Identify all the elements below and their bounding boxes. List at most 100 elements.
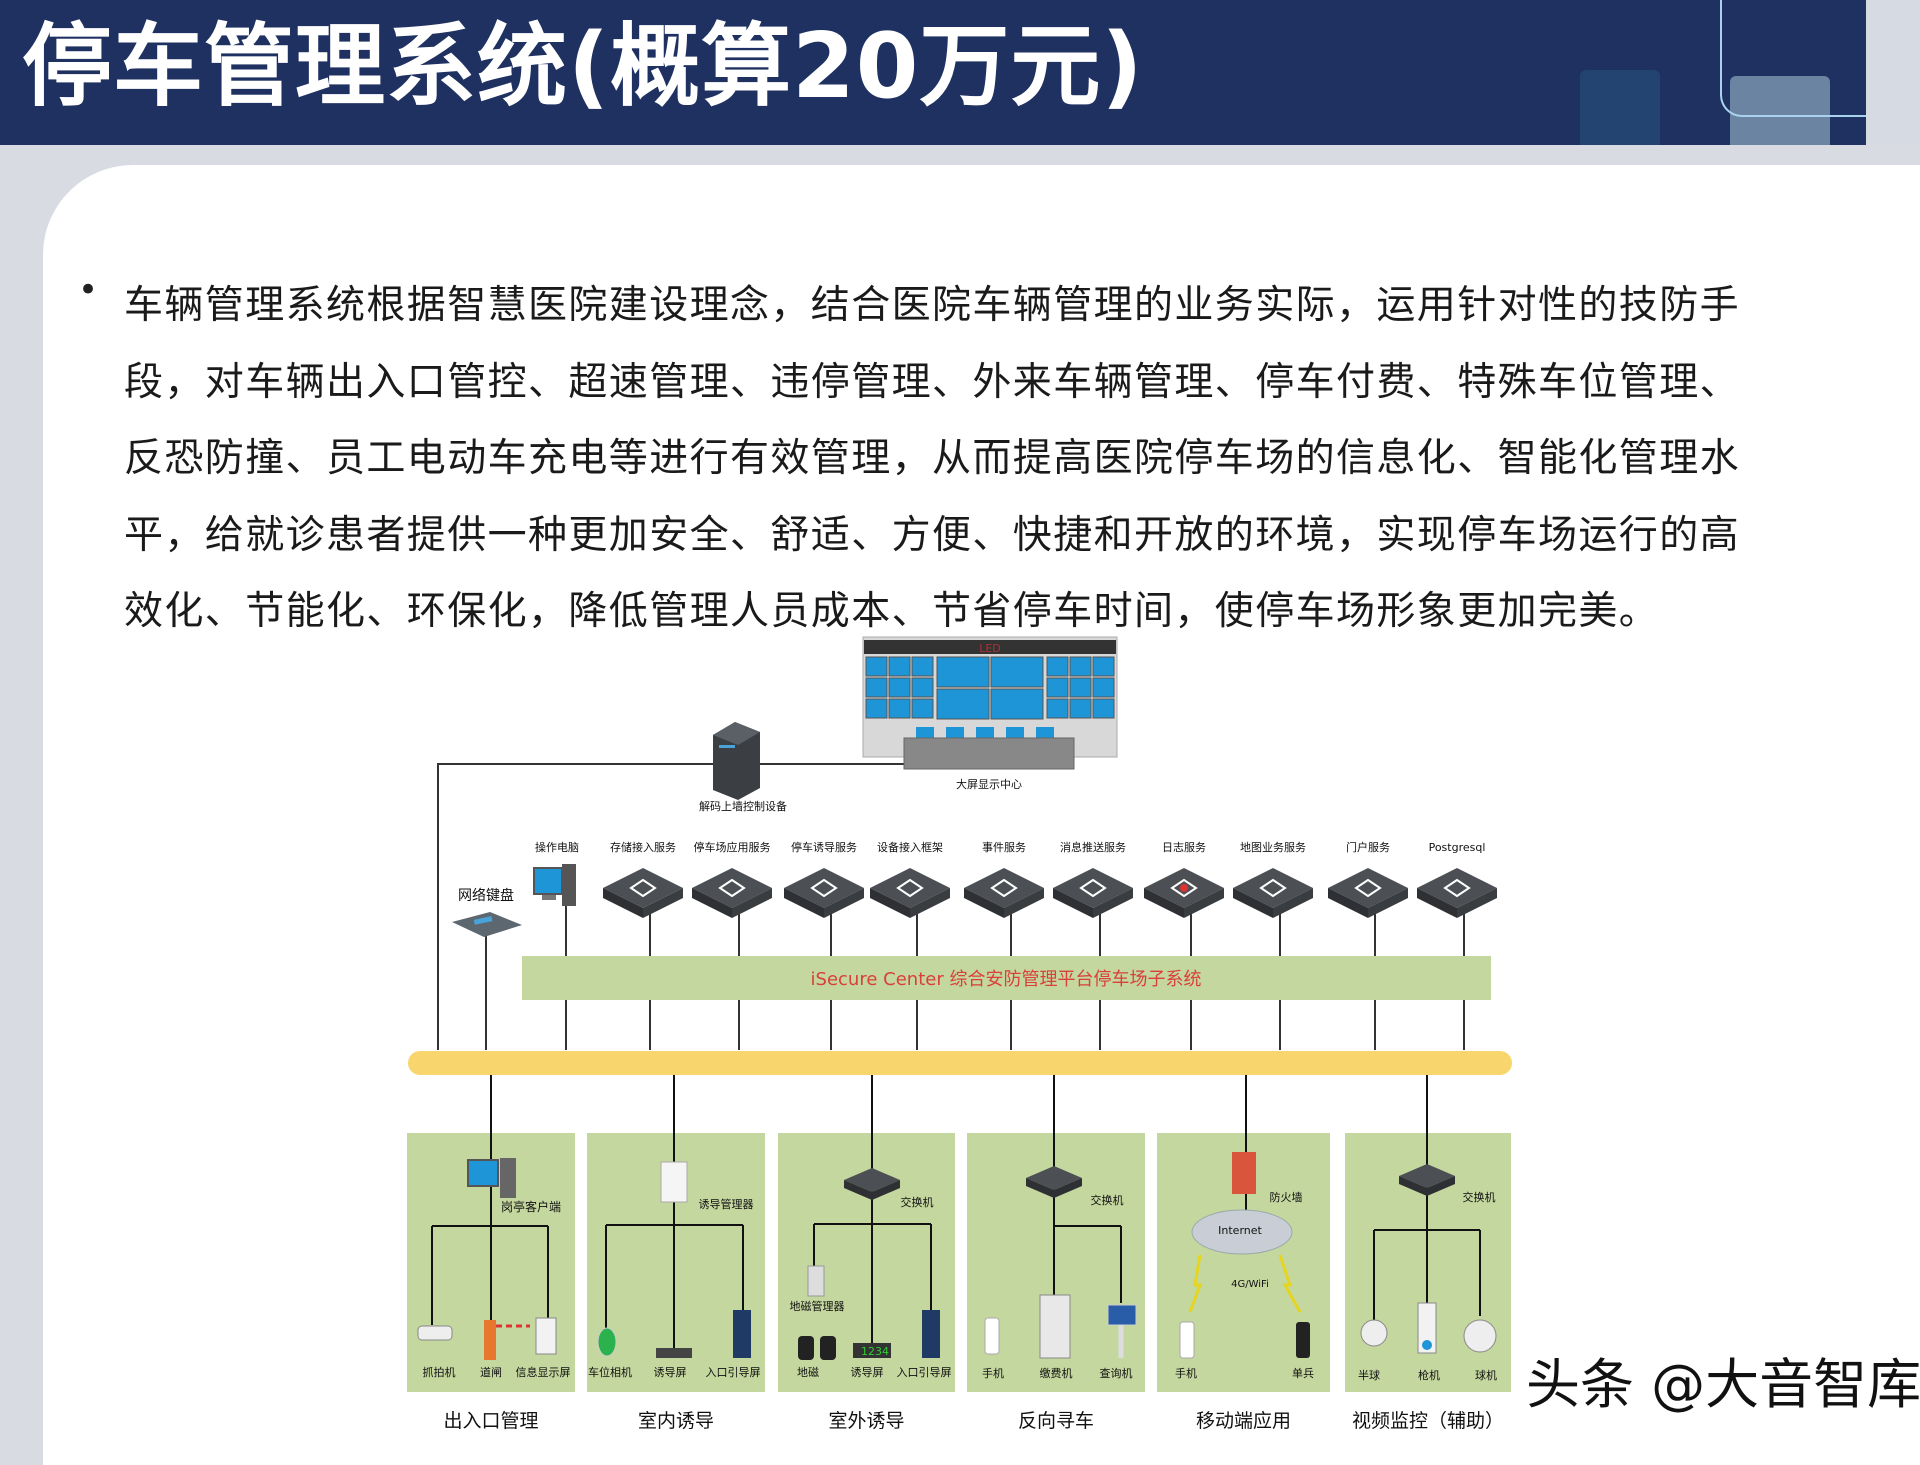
video-wall-screen xyxy=(865,656,888,677)
server-side xyxy=(1328,888,1368,918)
server-side xyxy=(1417,888,1457,918)
server-side xyxy=(1004,888,1044,918)
panel-category-label: 室外诱导 xyxy=(828,1410,904,1432)
geomagnetic-sensor-icon xyxy=(820,1336,836,1360)
wireless-icon xyxy=(1278,1254,1302,1313)
bullet-camera-icon xyxy=(1417,1302,1437,1354)
cloud-icon xyxy=(1191,1209,1293,1255)
server-side xyxy=(964,888,1004,918)
service-row: 操作电脑存储接入服务停车场应用服务停车诱导服务设备接入框架事件服务消息推送服务日… xyxy=(533,840,1497,1050)
emblem xyxy=(810,878,838,898)
body-paragraph: 车辆管理系统根据智慧医院建设理念，结合医院车辆管理的业务实际，运用针对性的技防手… xyxy=(124,268,1884,651)
server-side xyxy=(870,888,910,918)
header-decoration xyxy=(1580,70,1660,145)
device-label: 抓拍机 xyxy=(423,1365,456,1379)
bullet-camera-lens xyxy=(1422,1340,1432,1350)
decoder-rack-icon xyxy=(713,722,760,800)
map-server-icon xyxy=(1233,868,1313,918)
device-label: Internet xyxy=(1218,1224,1262,1237)
video-wall-screen xyxy=(1006,727,1024,739)
device-label: 诱导屏 xyxy=(851,1366,884,1379)
emblem xyxy=(896,878,924,898)
server-side xyxy=(1144,888,1184,918)
video-wall-screen xyxy=(1046,677,1069,698)
server-side xyxy=(824,888,864,918)
video-wall-screen xyxy=(946,727,964,739)
parking-app-server-icon xyxy=(692,868,772,918)
service-label: 停车诱导服务 xyxy=(791,840,857,854)
paragraph-line: 平，给就诊患者提供一种更加安全、舒适、方便、快捷和开放的环境，实现停车场运行的高 xyxy=(124,512,1741,558)
paragraph-line: 段，对车辆出入口管控、超速管理、违停管理、外来车辆管理、停车付费、特殊车位管理、 xyxy=(124,359,1741,405)
device-label: 交换机 xyxy=(1091,1193,1124,1207)
video-wall-screen xyxy=(936,656,990,688)
subsystem-panels: 出入口管理室内诱导室外诱导反向寻车移动端应用视频监控（辅助）岗亭客户端抓拍机道闸… xyxy=(407,1075,1511,1432)
display-center-icon: LED xyxy=(862,636,1118,770)
switch-icon xyxy=(844,1180,900,1200)
server-side xyxy=(1093,888,1133,918)
service-label: 门户服务 xyxy=(1346,840,1390,854)
entrance-guide-screen-icon xyxy=(733,1310,751,1358)
payment-kiosk-icon xyxy=(1039,1294,1071,1359)
entrance-guide-screen-icon xyxy=(922,1310,940,1358)
monitor xyxy=(533,867,563,895)
panel-category-label: 视频监控（辅助） xyxy=(1352,1410,1504,1432)
device-label: 地磁管理器 xyxy=(790,1299,845,1313)
device-label: 查询机 xyxy=(1100,1366,1133,1380)
watermark: 头条 @大音智库 xyxy=(1526,1353,1920,1416)
message-server-icon xyxy=(1053,868,1133,918)
emblem xyxy=(1259,878,1287,898)
device-label: 4G/WiFi xyxy=(1231,1279,1269,1290)
storage-server-icon xyxy=(603,868,683,918)
service-label: 设备接入框架 xyxy=(877,840,943,854)
handheld-terminal-icon xyxy=(1296,1322,1310,1358)
decoder-label: 解码上墙控制设备 xyxy=(699,799,787,813)
video-wall-screen xyxy=(1092,656,1115,677)
video-wall-screen xyxy=(888,656,911,677)
video-wall-screen xyxy=(976,727,994,739)
video-wall-screen xyxy=(911,656,934,677)
device-label: 手机 xyxy=(1175,1366,1197,1380)
portal-server-icon xyxy=(1328,868,1408,918)
server-side xyxy=(692,888,732,918)
network-keyboard-icon xyxy=(452,912,522,937)
emblem xyxy=(629,878,657,898)
info-display-icon xyxy=(535,1317,557,1355)
service-label: 日志服务 xyxy=(1162,841,1206,854)
service-label: 消息推送服务 xyxy=(1060,840,1126,854)
video-wall-screen xyxy=(888,698,911,719)
video-wall-screen xyxy=(936,688,990,720)
phone-icon xyxy=(984,1317,1000,1355)
panel-category-label: 反向寻车 xyxy=(1018,1410,1094,1432)
panel-category-label: 室内诱导 xyxy=(638,1410,714,1432)
device-access-server-icon xyxy=(870,868,950,918)
emblem-dot xyxy=(1180,884,1188,892)
header-decoration xyxy=(1730,76,1830,145)
tower xyxy=(562,864,576,906)
server-side xyxy=(1368,888,1408,918)
video-wall-screen xyxy=(1036,727,1054,739)
video-wall-screen xyxy=(1092,698,1115,719)
server-side xyxy=(1233,888,1273,918)
device-label: 车位相机 xyxy=(588,1365,632,1379)
switch-icon xyxy=(1399,1176,1455,1196)
device-label: 诱导管理器 xyxy=(699,1197,754,1211)
video-wall-screen xyxy=(1092,677,1115,698)
video-wall-screen xyxy=(1069,656,1092,677)
paragraph-line: 车辆管理系统根据智慧医院建设理念，结合医院车辆管理的业务实际，运用针对性的技防手 xyxy=(124,283,1741,328)
log-server-icon xyxy=(1144,868,1224,918)
service-label: 停车场应用服务 xyxy=(694,840,771,854)
video-wall-screen xyxy=(888,677,911,698)
emblem xyxy=(1354,878,1382,898)
geomagnetic-manager-icon xyxy=(807,1265,825,1297)
device-label: 入口引导屏 xyxy=(897,1365,952,1379)
server-side xyxy=(1053,888,1093,918)
device-label: 信息显示屏 xyxy=(516,1365,571,1379)
phone-icon xyxy=(1179,1321,1195,1359)
video-wall-screen xyxy=(1046,656,1069,677)
dome-camera-icon xyxy=(1360,1319,1388,1347)
server-side xyxy=(910,888,950,918)
device-label: 手机 xyxy=(982,1366,1004,1380)
bullet-marker: • xyxy=(78,270,99,310)
panel-category-label: 移动端应用 xyxy=(1196,1410,1291,1432)
